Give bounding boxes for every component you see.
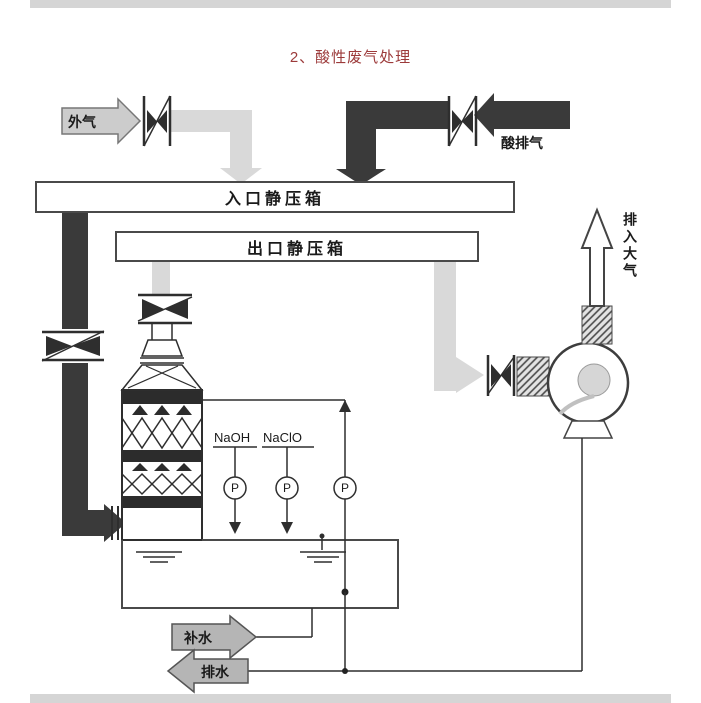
stack-flex-connector-icon (581, 305, 613, 345)
pump-label: P (282, 481, 291, 495)
drain-water-arrow (166, 648, 249, 694)
inlet-plenum-label: 入口静压箱 (224, 191, 325, 208)
inlet-plenum-box (35, 181, 515, 213)
fresh-air-duct (170, 110, 262, 184)
fan-flex-connector-icon (516, 356, 550, 397)
water-lines (248, 438, 583, 674)
acid-exhaust-duct (336, 93, 570, 185)
inlet-gas-duct (62, 210, 126, 542)
naclo-pump-icon (275, 476, 299, 500)
outlet-plenum-box (115, 231, 479, 262)
page-bottom-border (30, 694, 671, 703)
fan (546, 341, 630, 439)
inlet-duct-damper-icon (41, 329, 105, 363)
exhaust-stack (580, 207, 614, 307)
recirculation-pump-icon (333, 476, 357, 500)
tank (121, 533, 399, 609)
recirculation-line (202, 399, 357, 596)
makeup-water-arrow (171, 614, 258, 660)
drain-water-label: 排水 (201, 664, 229, 680)
fan-inlet-duct (434, 259, 484, 393)
pump-label: P (340, 481, 349, 495)
scrubber-damper-icon (137, 293, 193, 325)
naoh-pump-icon (223, 476, 247, 500)
scrubber-tower (111, 323, 204, 541)
dosing-lines (213, 446, 314, 534)
acid-exhaust-damper-icon (447, 95, 478, 147)
outlet-plenum-label: 出口静压箱 (246, 240, 347, 258)
outside-air-label: 外气 (68, 114, 96, 130)
scrubber-top-duct (152, 259, 170, 295)
acid-exhaust-label: 酸排气 (501, 135, 543, 151)
naoh-label: NaOH (214, 430, 251, 445)
exhaust-atmosphere-label: 排入大气 (622, 212, 638, 280)
outside-air-damper-icon (142, 95, 172, 147)
naclo-label: NaClO (263, 430, 303, 445)
fan-damper-icon (486, 355, 516, 396)
outside-air-arrow (61, 97, 142, 145)
pump-label: P (230, 481, 239, 495)
page-top-border (30, 0, 671, 8)
fan-base (562, 420, 614, 439)
water-level-icon (136, 533, 346, 563)
makeup-water-label: 补水 (184, 630, 212, 646)
page-title: 2、酸性废气处理 (289, 49, 412, 66)
